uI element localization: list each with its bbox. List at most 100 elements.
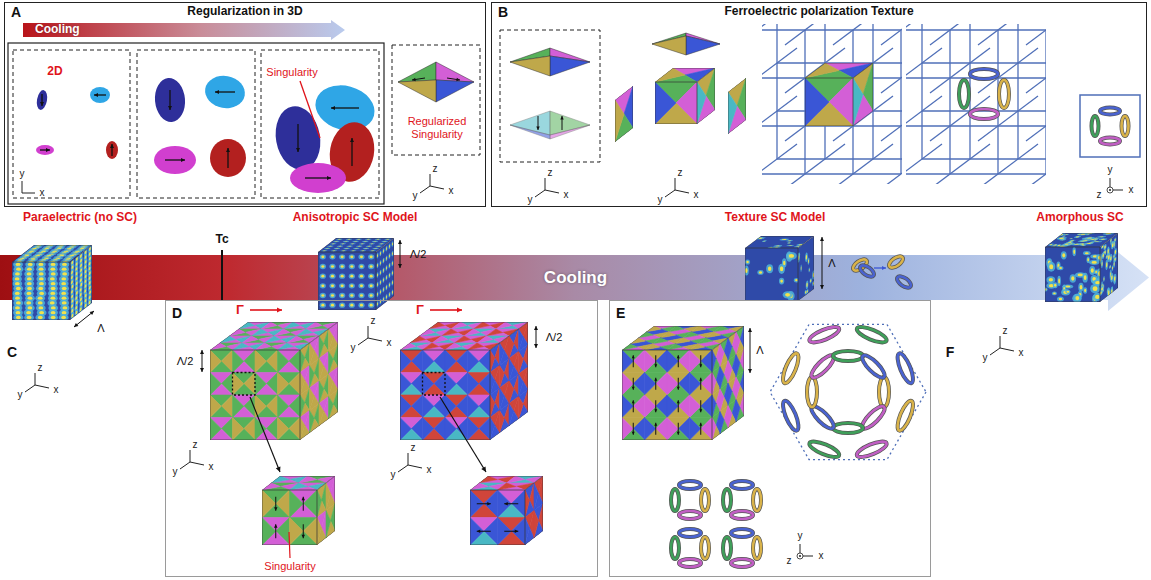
illustration-shape [318, 252, 376, 310]
illustration-shape [339, 293, 345, 298]
illustration-shape [1049, 264, 1053, 269]
illustration-shape [525, 476, 543, 545]
illustration-shape [1090, 284, 1100, 294]
illustration-shape [210, 350, 300, 440]
illustration-shape [378, 243, 386, 244]
illustration-shape [1102, 251, 1104, 259]
illustration-shape [16, 263, 21, 266]
illustration-shape [440, 397, 486, 472]
illustration-shape [858, 263, 876, 279]
illustration-shape [210, 418, 221, 441]
illustration-shape [376, 257, 394, 260]
illustration-shape [376, 295, 394, 298]
illustration-shape [1079, 245, 1086, 246]
illustration-shape [210, 395, 221, 418]
illustration-shape [15, 277, 20, 280]
illustration-shape [62, 311, 67, 314]
illustration-shape [317, 487, 322, 518]
illustration-shape [1100, 237, 1118, 243]
illustration-shape [341, 284, 344, 287]
illustration-shape [36, 245, 42, 246]
illustration-shape [378, 264, 394, 267]
illustration-shape [358, 283, 364, 288]
illustration-shape [1073, 249, 1075, 254]
illustration-shape [1100, 233, 1118, 302]
illustration-shape [378, 254, 394, 257]
illustration-shape [77, 249, 83, 250]
illustration-shape [345, 239, 353, 240]
illustration-shape [378, 245, 394, 248]
illustration-shape [66, 248, 72, 249]
illustration-shape [233, 350, 244, 373]
illustration-shape [94, 93, 98, 97]
illustration-shape [360, 275, 363, 278]
illustration-shape [615, 93, 624, 142]
illustration-shape [48, 254, 54, 255]
illustration-shape [1122, 116, 1129, 136]
illustration-shape [261, 322, 282, 329]
illustration-shape [322, 239, 326, 252]
illustration-shape [380, 269, 382, 276]
illustration-shape [377, 281, 379, 288]
illustration-shape [1103, 253, 1104, 257]
illustration-shape [736, 397, 740, 423]
illustration-shape [525, 487, 530, 518]
illustration-shape [349, 254, 355, 259]
illustration-shape [808, 257, 810, 265]
illustration-shape [62, 287, 67, 290]
illustration-shape [622, 344, 641, 350]
illustration-shape [1114, 276, 1116, 282]
illustration-shape [289, 532, 290, 558]
illustration-shape [360, 304, 363, 307]
illustration-shape [306, 322, 327, 329]
illustration-shape [833, 144, 893, 184]
illustration-shape [789, 254, 794, 258]
illustration-shape [255, 418, 266, 441]
panel-b-art [500, 0, 1140, 189]
illustration-shape [507, 476, 530, 483]
illustration-shape [646, 326, 665, 332]
illustration-shape [52, 251, 58, 252]
illustration-shape [276, 466, 281, 472]
illustration-shape [310, 362, 315, 388]
illustration-shape [799, 269, 814, 272]
illustration-shape [51, 311, 56, 314]
illustration-shape [519, 371, 524, 397]
illustration-shape [1104, 243, 1107, 251]
illustration-shape [895, 399, 916, 432]
illustration-shape [701, 489, 709, 511]
illustration-shape [809, 267, 810, 273]
illustration-shape [470, 483, 493, 490]
illustration-shape [376, 249, 394, 252]
illustration-shape [1084, 275, 1087, 280]
illustration-shape [748, 369, 752, 373]
illustration-shape [1100, 233, 1118, 302]
illustration-shape [27, 287, 32, 290]
illustration-shape [436, 80, 474, 102]
illustration-shape [300, 414, 305, 440]
illustration-shape [698, 338, 717, 344]
illustration-shape [28, 261, 34, 262]
illustration-shape [15, 282, 20, 285]
illustration-shape [519, 326, 524, 352]
illustration-shape [346, 246, 354, 247]
illustration-shape [745, 248, 798, 301]
illustration-shape [490, 322, 528, 440]
illustration-shape [762, 29, 901, 30]
illustration-shape [780, 399, 801, 432]
illustration-shape [349, 293, 355, 298]
illustration-shape [678, 378, 679, 390]
illustration-shape [70, 245, 92, 320]
illustration-shape [368, 293, 374, 298]
illustration-shape [786, 242, 791, 243]
illustration-shape [1045, 287, 1048, 291]
illustration-shape [706, 332, 725, 338]
illustration-shape [64, 259, 70, 260]
illustration-shape [341, 238, 345, 252]
illustration-shape [677, 387, 680, 390]
illustration-shape [50, 301, 55, 304]
illustration-shape [509, 400, 514, 426]
illustration-shape [746, 261, 749, 264]
illustration-shape [284, 322, 305, 329]
illustration-shape [786, 245, 795, 246]
